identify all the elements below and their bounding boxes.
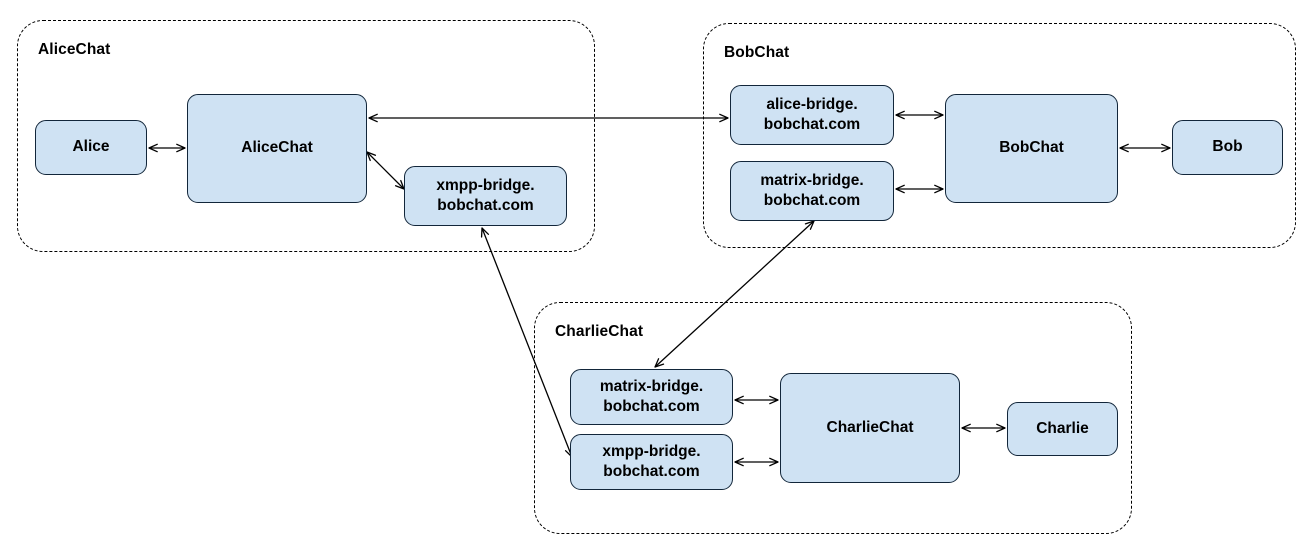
- node-alicechat[interactable]: AliceChat: [187, 94, 367, 203]
- node-bob-matrix-bridge[interactable]: matrix-bridge. bobchat.com: [730, 161, 894, 221]
- node-label: matrix-bridge.: [599, 377, 704, 395]
- node-label: bobchat.com: [603, 398, 700, 415]
- node-alice-xmpp-bridge[interactable]: xmpp-bridge. bobchat.com: [404, 166, 567, 226]
- node-label: matrix-bridge.: [760, 171, 864, 189]
- node-label: alice-bridge.: [766, 95, 858, 113]
- group-alicechat-group: [17, 20, 595, 252]
- group-label-alicechat-group: AliceChat: [38, 41, 111, 58]
- node-charlie-matrix-bridge[interactable]: matrix-bridge. bobchat.com: [570, 369, 733, 425]
- node-alice[interactable]: Alice: [35, 120, 147, 175]
- node-label: CharlieChat: [826, 418, 914, 436]
- node-bobchat[interactable]: BobChat: [945, 94, 1118, 203]
- node-label: bobchat.com: [763, 192, 861, 209]
- node-label: bobchat.com: [437, 197, 534, 214]
- node-label: Alice: [72, 138, 110, 156]
- group-bobchat-group: [703, 23, 1296, 248]
- group-charliechat-group: [534, 302, 1132, 534]
- node-label: Bob: [1212, 138, 1243, 156]
- node-label: AliceChat: [241, 139, 313, 157]
- node-bob[interactable]: Bob: [1172, 120, 1283, 175]
- node-label: xmpp-bridge.: [436, 176, 535, 194]
- node-label: bobchat.com: [603, 463, 700, 480]
- node-charlie-xmpp-bridge[interactable]: xmpp-bridge. bobchat.com: [570, 434, 733, 490]
- group-label-bobchat-group: BobChat: [724, 44, 790, 61]
- node-label: Charlie: [1036, 419, 1089, 437]
- node-label: xmpp-bridge.: [602, 442, 701, 460]
- group-label-charliechat-group: CharlieChat: [555, 323, 644, 340]
- node-label: bobchat.com: [763, 116, 861, 133]
- node-bob-alice-bridge[interactable]: alice-bridge. bobchat.com: [730, 85, 894, 145]
- node-charliechat[interactable]: CharlieChat: [780, 373, 960, 483]
- node-charlie[interactable]: Charlie: [1007, 402, 1118, 456]
- node-label: BobChat: [999, 139, 1064, 157]
